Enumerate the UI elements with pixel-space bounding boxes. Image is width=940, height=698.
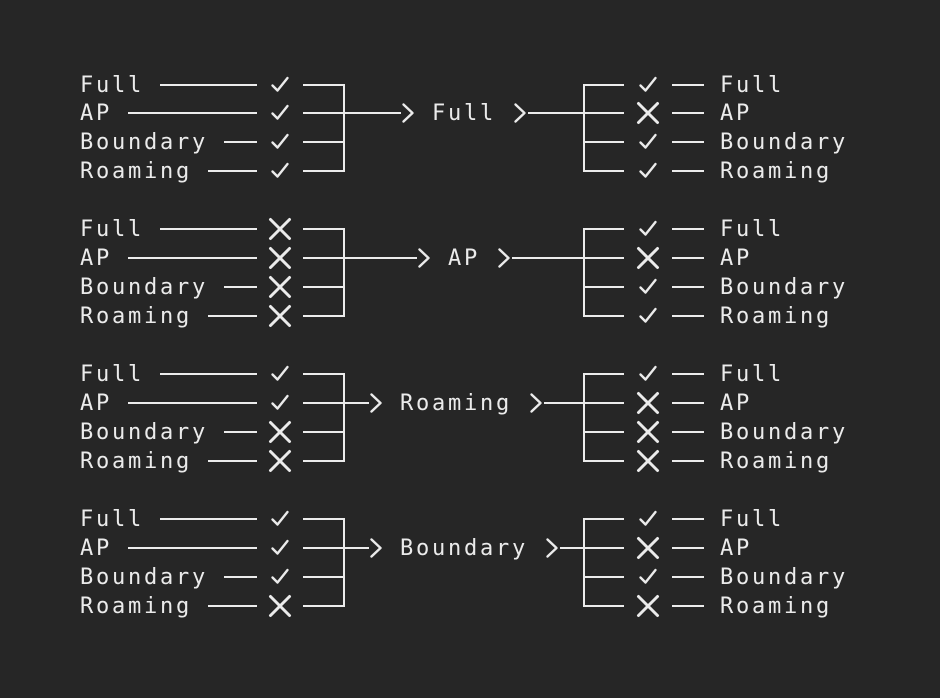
cross-stroke: [269, 450, 291, 472]
row-label-after-ap: AP: [720, 535, 753, 561]
check-icon: [271, 76, 289, 92]
arrowhead-chevron-icon: [370, 393, 382, 413]
row-label-after-boundary: Boundary: [720, 419, 849, 445]
arrowhead-chevron-icon: [530, 393, 542, 413]
cross-icon: [637, 247, 659, 269]
cross-stroke: [269, 421, 291, 443]
check-icon: [639, 365, 657, 381]
check-icon: [271, 133, 289, 149]
cross-icon: [269, 276, 291, 298]
row-label-before-roaming: Roaming: [80, 448, 193, 474]
row-label-after-ap: AP: [720, 245, 753, 271]
cross-icon: [269, 595, 291, 617]
check-icon: [271, 104, 289, 120]
arrowhead-chevron-icon: [402, 103, 414, 123]
cross-icon: [269, 421, 291, 443]
cross-stroke: [637, 421, 659, 443]
row-label-after-roaming: Roaming: [720, 593, 833, 619]
check-icon: [271, 539, 289, 555]
row-label-after-boundary: Boundary: [720, 129, 849, 155]
row-label-after-full: Full: [720, 216, 785, 242]
check-icon: [271, 162, 289, 178]
row-label-after-boundary: Boundary: [720, 564, 849, 590]
cross-icon: [269, 218, 291, 240]
row-label-before-roaming: Roaming: [80, 593, 193, 619]
row-label-after-ap: AP: [720, 390, 753, 416]
row-label-after-full: Full: [720, 361, 785, 387]
cross-stroke: [269, 276, 291, 298]
cross-stroke: [269, 247, 291, 269]
row-label-before-boundary: Boundary: [80, 129, 209, 155]
check-icon: [271, 394, 289, 410]
transition-state-label: Boundary: [400, 535, 529, 561]
cross-icon: [269, 247, 291, 269]
row-label-before-full: Full: [80, 216, 145, 242]
check-icon: [639, 76, 657, 92]
transition-state-label: Roaming: [400, 390, 513, 416]
check-icon: [639, 278, 657, 294]
row-label-before-ap: AP: [80, 245, 113, 271]
cross-stroke: [637, 247, 659, 269]
arrowhead-chevron-icon: [498, 248, 510, 268]
arrowhead-chevron-icon: [370, 538, 382, 558]
check-icon: [639, 510, 657, 526]
check-icon: [271, 365, 289, 381]
row-label-after-full: Full: [720, 506, 785, 532]
row-label-after-roaming: Roaming: [720, 158, 833, 184]
row-label-before-boundary: Boundary: [80, 419, 209, 445]
row-label-after-full: Full: [720, 72, 785, 98]
cross-stroke: [269, 218, 291, 240]
cross-stroke: [637, 450, 659, 472]
check-icon: [639, 220, 657, 236]
row-label-before-full: Full: [80, 72, 145, 98]
check-icon: [639, 162, 657, 178]
row-label-after-roaming: Roaming: [720, 303, 833, 329]
row-label-after-roaming: Roaming: [720, 448, 833, 474]
cross-icon: [637, 595, 659, 617]
row-label-before-ap: AP: [80, 100, 113, 126]
check-icon: [271, 568, 289, 584]
check-icon: [271, 510, 289, 526]
row-label-before-roaming: Roaming: [80, 303, 193, 329]
cross-stroke: [269, 595, 291, 617]
row-label-before-full: Full: [80, 506, 145, 532]
arrowhead-chevron-icon: [514, 103, 526, 123]
cross-icon: [637, 537, 659, 559]
cross-icon: [269, 450, 291, 472]
cross-stroke: [637, 595, 659, 617]
transition-state-label: AP: [448, 245, 481, 271]
transition-state-label: Full: [432, 100, 497, 126]
cross-icon: [637, 392, 659, 414]
cross-stroke: [637, 392, 659, 414]
row-label-before-boundary: Boundary: [80, 564, 209, 590]
check-icon: [639, 133, 657, 149]
check-icon: [639, 307, 657, 323]
arrowhead-chevron-icon: [418, 248, 430, 268]
cross-stroke: [637, 102, 659, 124]
arrowhead-chevron-icon: [546, 538, 558, 558]
cross-stroke: [637, 537, 659, 559]
row-label-before-ap: AP: [80, 390, 113, 416]
cross-icon: [637, 450, 659, 472]
row-label-after-boundary: Boundary: [720, 274, 849, 300]
row-label-before-boundary: Boundary: [80, 274, 209, 300]
cross-icon: [269, 305, 291, 327]
row-label-before-full: Full: [80, 361, 145, 387]
check-icon: [639, 568, 657, 584]
row-label-before-ap: AP: [80, 535, 113, 561]
row-label-after-ap: AP: [720, 100, 753, 126]
cross-icon: [637, 102, 659, 124]
cross-icon: [637, 421, 659, 443]
cross-stroke: [269, 305, 291, 327]
row-label-before-roaming: Roaming: [80, 158, 193, 184]
